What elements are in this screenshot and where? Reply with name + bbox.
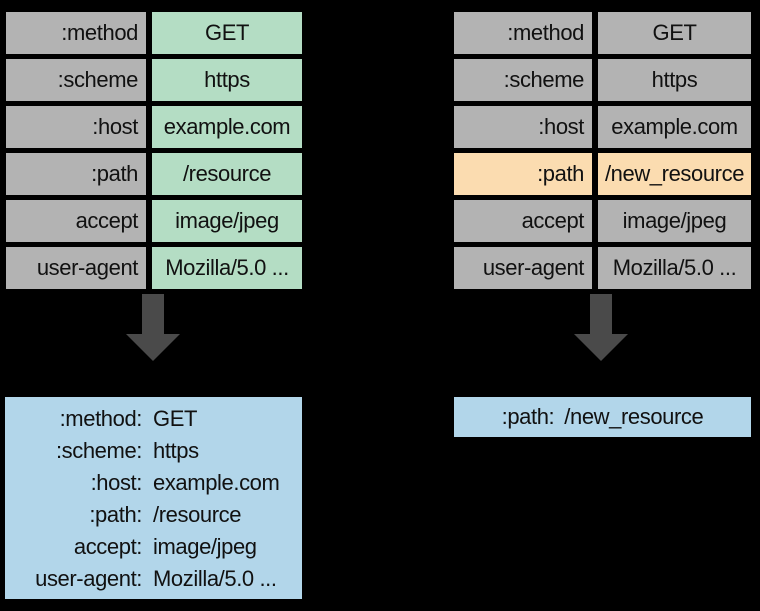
- encoded-header-line: :scheme: https: [5, 435, 302, 467]
- header-row: accept image/jpeg: [454, 200, 751, 242]
- down-arrow-icon: [125, 294, 181, 362]
- encoded-header-key: :scheme:: [55, 438, 142, 463]
- encoded-header-value: GET: [153, 406, 198, 431]
- header-value-cell: https: [598, 59, 751, 101]
- header-row: :path /resource: [6, 153, 302, 195]
- header-value-cell: /resource: [152, 153, 302, 195]
- header-value-cell: example.com: [152, 106, 302, 148]
- header-row-highlighted: :path /new_resource: [454, 153, 751, 195]
- encoded-header-line: :path: /resource: [5, 499, 302, 531]
- encoded-header-value: https: [153, 438, 199, 463]
- header-value-cell: image/jpeg: [598, 200, 751, 242]
- header-name-cell: user-agent: [454, 247, 592, 289]
- encoded-header-value: /new_resource: [564, 404, 704, 429]
- header-value-cell: Mozilla/5.0 ...: [598, 247, 751, 289]
- encoded-header-value: Mozilla/5.0 ...: [153, 566, 277, 591]
- header-value-cell: GET: [152, 12, 302, 54]
- encoded-header-line: user-agent: Mozilla/5.0 ...: [5, 563, 302, 595]
- encoded-header-key: user-agent:: [35, 566, 142, 591]
- header-row: :method GET: [454, 12, 751, 54]
- header-name-cell: :scheme: [6, 59, 146, 101]
- encoded-header-value: /resource: [153, 502, 242, 527]
- encoded-header-line: :host: example.com: [5, 467, 302, 499]
- encoded-header-key: accept:: [73, 534, 143, 559]
- header-row: user-agent Mozilla/5.0 ...: [454, 247, 751, 289]
- header-row: user-agent Mozilla/5.0 ...: [6, 247, 302, 289]
- encoded-header-key: :path:: [501, 404, 555, 429]
- header-row: :scheme https: [6, 59, 302, 101]
- header-name-cell: :scheme: [454, 59, 592, 101]
- encoded-header-line: accept: image/jpeg: [5, 531, 302, 563]
- header-name-cell: user-agent: [6, 247, 146, 289]
- header-name-cell: :host: [454, 106, 592, 148]
- encoded-header-key: :path:: [89, 502, 142, 527]
- down-arrow-icon: [573, 294, 629, 362]
- request1-encoded-headers-box: :method: GET :scheme: https :host: examp…: [5, 397, 302, 599]
- request1-header-table: :method GET :scheme https :host example.…: [6, 12, 302, 289]
- header-value-cell: Mozilla/5.0 ...: [152, 247, 302, 289]
- request2-header-table: :method GET :scheme https :host example.…: [454, 12, 751, 289]
- header-name-cell: :host: [6, 106, 146, 148]
- encoded-header-key: :method:: [59, 406, 143, 431]
- encoded-header-value: image/jpeg: [153, 534, 257, 559]
- encoded-header-value: example.com: [153, 470, 280, 495]
- header-name-cell: accept: [6, 200, 146, 242]
- header-name-cell: :method: [454, 12, 592, 54]
- header-value-cell: GET: [598, 12, 751, 54]
- header-row: :scheme https: [454, 59, 751, 101]
- header-value-cell: image/jpeg: [152, 200, 302, 242]
- header-row: :method GET: [6, 12, 302, 54]
- header-name-cell: :path: [454, 153, 592, 195]
- header-name-cell: :path: [6, 153, 146, 195]
- header-value-cell: example.com: [598, 106, 751, 148]
- header-value-cell: https: [152, 59, 302, 101]
- header-row: :host example.com: [6, 106, 302, 148]
- header-name-cell: :method: [6, 12, 146, 54]
- encoded-header-key: :host:: [90, 470, 143, 495]
- header-row: :host example.com: [454, 106, 751, 148]
- header-name-cell: accept: [454, 200, 592, 242]
- header-value-cell: /new_resource: [598, 153, 751, 195]
- header-row: accept image/jpeg: [6, 200, 302, 242]
- encoded-header-line: :method: GET: [5, 403, 302, 435]
- request2-encoded-headers-box: :path: /new_resource: [454, 397, 751, 437]
